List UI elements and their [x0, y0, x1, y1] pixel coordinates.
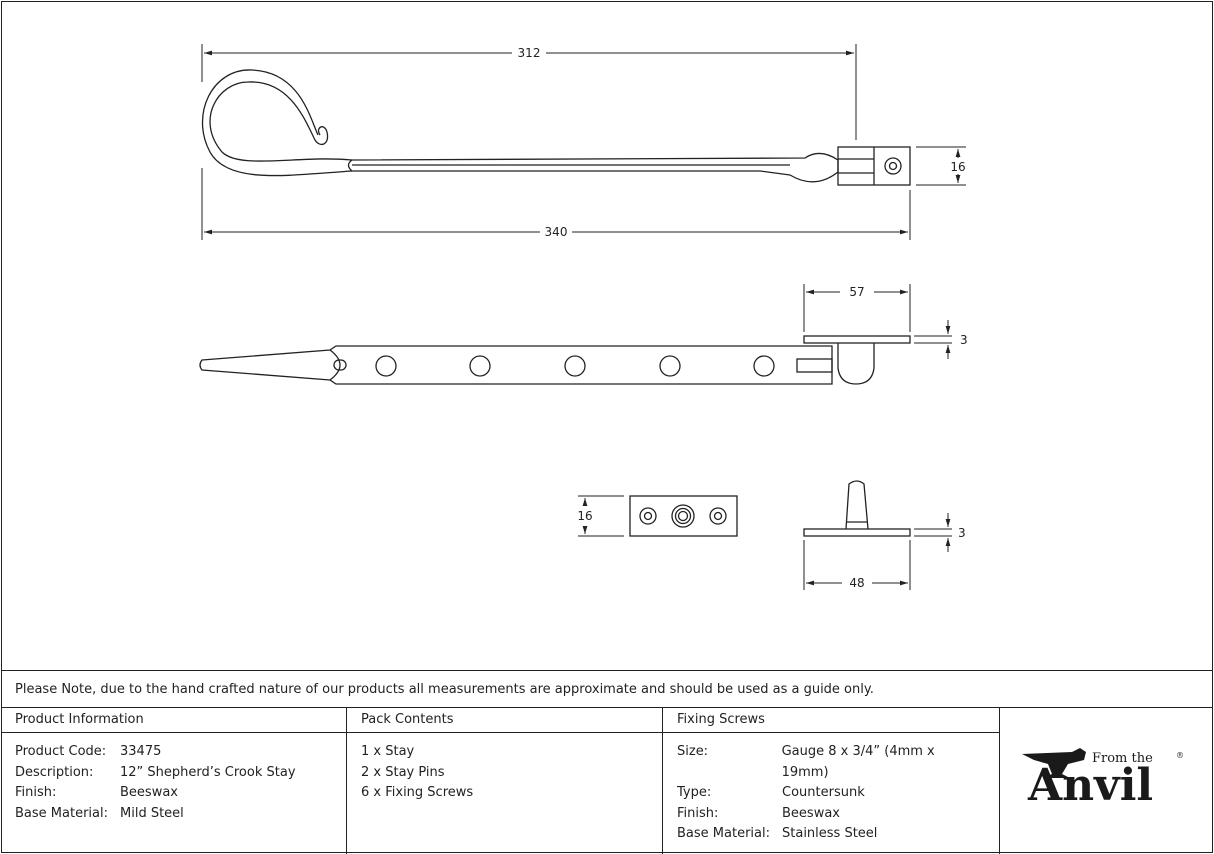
screw-size-row: Size: Gauge 8 x 3/4” (4mm x 19mm)	[677, 742, 985, 783]
base-material-row: Base Material: Mild Steel	[15, 804, 332, 825]
dim-top-width: 312	[518, 46, 541, 60]
anvil-icon	[1022, 748, 1086, 778]
row-label: Type:	[677, 785, 712, 800]
row-value: Countersunk	[782, 785, 865, 800]
product-info-heading: Product Information	[1, 708, 346, 733]
pin-plate-top-view	[629, 495, 738, 537]
screw-material-row: Base Material: Stainless Steel	[677, 824, 985, 845]
dim-overall-length: 340	[545, 225, 568, 239]
pack-item: 2 x Stay Pins	[361, 764, 445, 780]
row-value: Beeswax	[782, 805, 840, 821]
row-value: 12” Shepherd’s Crook Stay	[120, 764, 296, 780]
dim-pin-plate-height: 16	[577, 509, 592, 523]
anvil-logo-mark: From the ® Anvil	[1022, 748, 1184, 811]
stay-side-view	[199, 335, 911, 385]
stay-top-view	[201, 69, 911, 186]
pack-contents-heading: Pack Contents	[347, 708, 662, 733]
pin-plate-side-view	[803, 480, 911, 537]
brand-small-text: From the	[1092, 751, 1153, 766]
row-value: Mild Steel	[120, 805, 184, 821]
row-value: 33475	[120, 744, 162, 759]
measurement-note: Please Note, due to the hand crafted nat…	[1, 670, 1213, 708]
dim-plate-thickness: 3	[960, 333, 968, 347]
description-row: Description: 12” Shepherd’s Crook Stay	[15, 763, 332, 784]
row-value: Gauge 8 x 3/4” (4mm x 19mm)	[781, 744, 935, 780]
dim-pin-plate-thickness: 3	[958, 526, 966, 540]
pack-item: 1 x Stay	[361, 744, 415, 759]
finish-row: Finish: Beeswax	[15, 783, 332, 804]
row-label: Base Material:	[15, 805, 108, 821]
row-label: Finish:	[15, 785, 57, 800]
dim-end-height: 16	[950, 160, 965, 174]
row-label: Product Code:	[15, 744, 107, 759]
row-label: Description:	[15, 764, 94, 780]
brand-large-text: Anvil	[1027, 760, 1153, 811]
product-code-row: Product Code: 33475	[15, 742, 332, 763]
row-label: Finish:	[677, 805, 719, 821]
row-label: Size:	[677, 744, 709, 759]
row-value: Beeswax	[120, 785, 178, 800]
brand-registered-mark: ®	[1176, 751, 1184, 760]
pack-contents-panel: Pack Contents 1 x Stay 2 x Stay Pins 6 x…	[347, 708, 663, 854]
screw-finish-row: Finish: Beeswax	[677, 804, 985, 825]
dim-pin-plate-length: 48	[849, 576, 864, 590]
technical-drawing: 312 340 16 57 3 16 3 48	[199, 44, 968, 590]
product-info-panel: Product Information Product Code: 33475 D…	[1, 708, 347, 854]
brand-logo: From the ® Anvil	[1000, 708, 1213, 854]
fixing-screws-panel: Fixing Screws Size: Gauge 8 x 3/4” (4mm x…	[663, 708, 1000, 854]
row-value: Stainless Steel	[782, 826, 878, 841]
pack-item: 6 x Fixing Screws	[361, 785, 474, 800]
row-label: Base Material:	[677, 826, 770, 841]
dim-plate-length: 57	[849, 285, 864, 299]
screw-type-row: Type: Countersunk	[677, 783, 985, 804]
fixing-screws-heading: Fixing Screws	[663, 708, 999, 733]
